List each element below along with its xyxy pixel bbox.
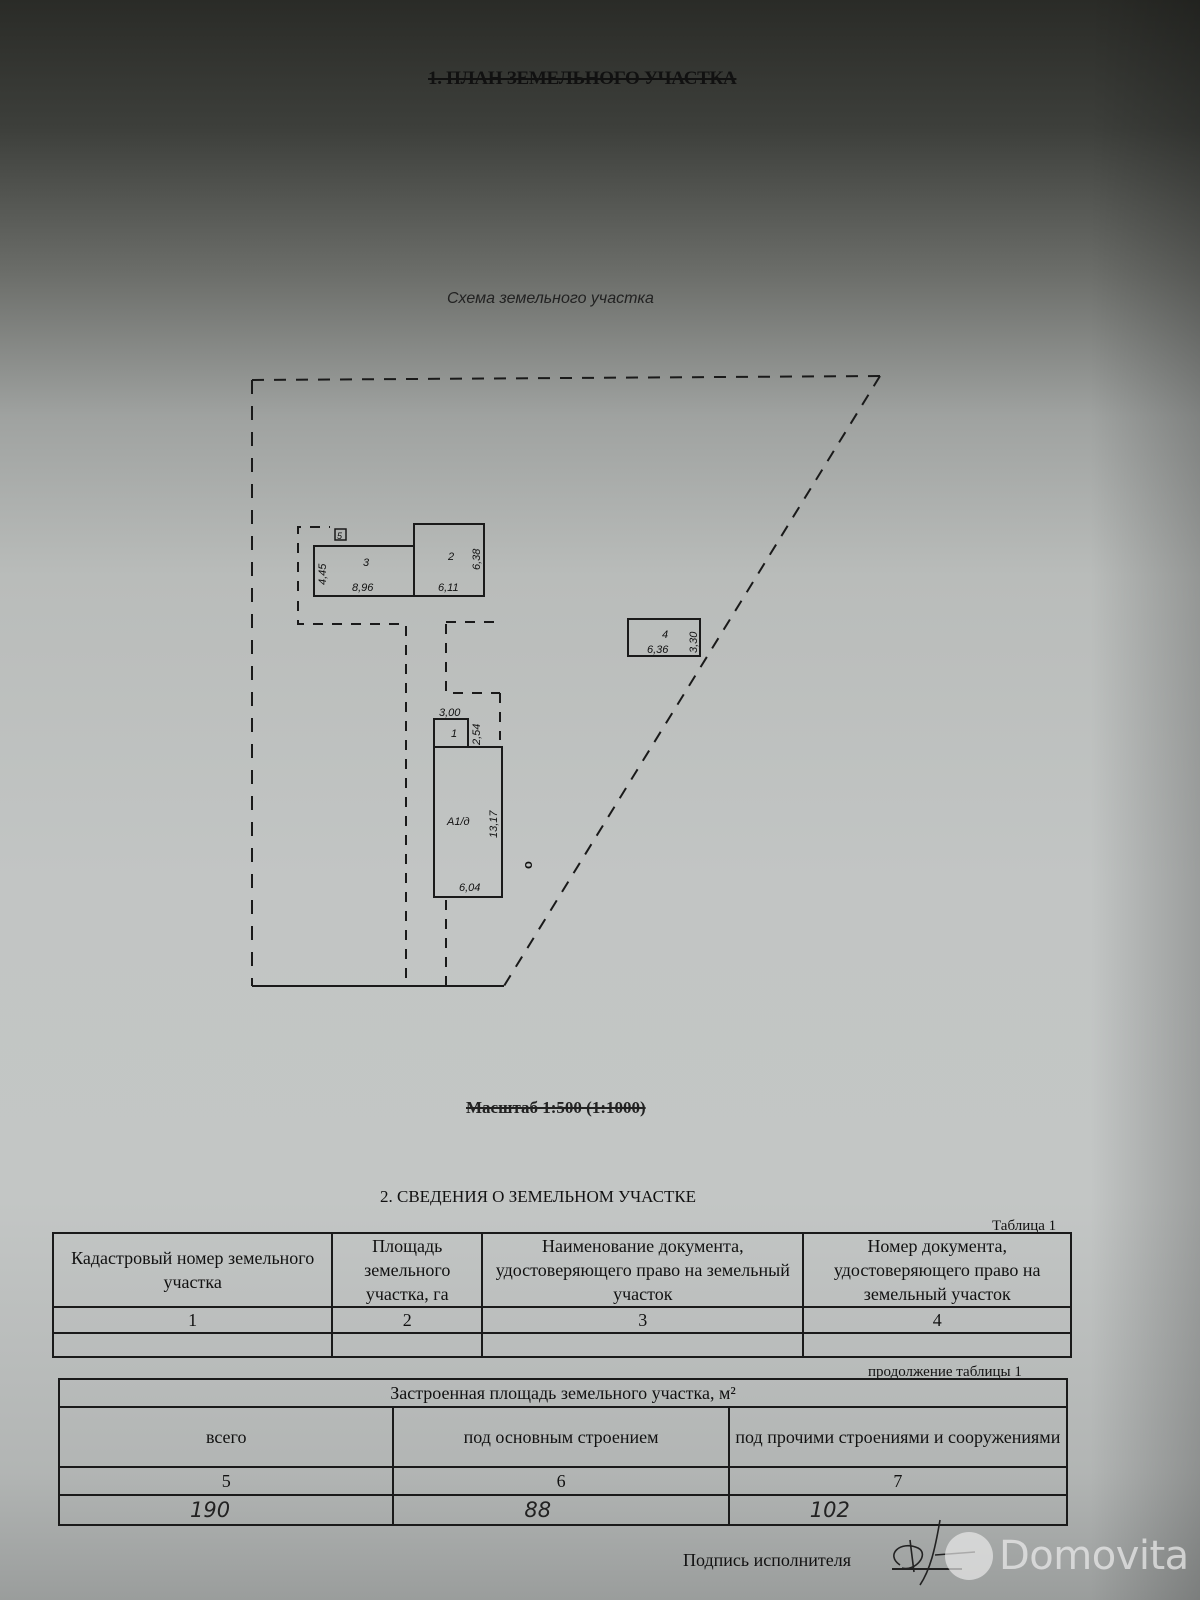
building-3-depth: 4,45 xyxy=(317,563,329,585)
building-2 xyxy=(413,523,485,597)
watermark-text: Domovita xyxy=(999,1533,1189,1579)
marker-point: о xyxy=(520,861,535,869)
building-4-width: 6,36 xyxy=(647,644,669,656)
document-number-value xyxy=(802,1332,1072,1358)
building-4 xyxy=(627,618,701,657)
building-5-label: 5 xyxy=(337,531,343,541)
header-plot-area: Площадь земельного участка, га xyxy=(331,1232,484,1308)
column-number: 6 xyxy=(392,1466,730,1496)
built-area-table: Застроенная площадь земельного участка, … xyxy=(57,1378,1069,1526)
header-built-area: Застроенная площадь земельного участка, … xyxy=(58,1378,1068,1408)
column-number: 7 xyxy=(727,1466,1069,1496)
table2-number-row: 5 6 7 xyxy=(57,1466,1069,1496)
table2-group-row: Застроенная площадь земельного участка, … xyxy=(58,1378,1068,1408)
plot-area-value xyxy=(331,1332,484,1358)
building-2-depth: 6,38 xyxy=(471,548,483,570)
building-1-depth: 2,54 xyxy=(471,724,483,746)
building-3-label: 3 xyxy=(363,557,370,569)
table1-caption: Таблица 1 xyxy=(992,1218,1057,1234)
header-total: всего xyxy=(57,1406,395,1468)
header-other-buildings: под прочими строениями и сооружениями xyxy=(727,1406,1069,1468)
table1-value-row xyxy=(51,1332,1072,1358)
column-number: 5 xyxy=(57,1466,395,1496)
table1-header-row: Кадастровый номер земельного участка Пло… xyxy=(51,1232,1072,1308)
section1-title: 1. ПЛАН ЗЕМЕЛЬНОГО УЧАСТКА xyxy=(428,68,737,89)
signature-scribble xyxy=(893,1519,976,1586)
document-name-value xyxy=(481,1332,805,1358)
scheme-title: Схема земельного участка xyxy=(447,290,654,307)
building-1-width: 3,00 xyxy=(439,707,461,719)
building-3-width: 8,96 xyxy=(352,582,374,594)
header-document-number: Номер документа, удостоверяющего право н… xyxy=(802,1232,1072,1308)
building-a1d xyxy=(433,746,503,898)
building-a1d-width: 6,04 xyxy=(459,882,480,894)
building-4-depth: 3,30 xyxy=(688,631,700,653)
building-1-label: 1 xyxy=(451,728,457,740)
column-number: 3 xyxy=(481,1306,805,1334)
building-a1d-label: А1/д xyxy=(446,816,470,828)
land-info-table: Кадастровый номер земельного участка Пло… xyxy=(51,1232,1072,1358)
header-main-building: под основным строением xyxy=(392,1406,730,1468)
column-number: 1 xyxy=(51,1306,334,1334)
column-number: 4 xyxy=(802,1306,1072,1334)
total-area-value: 190 xyxy=(57,1494,395,1526)
signature-line xyxy=(892,1568,962,1570)
watermark-logo-icon xyxy=(945,1532,993,1580)
signature-label: Подпись исполнителя xyxy=(683,1550,851,1570)
cadastral-number-value xyxy=(51,1332,334,1358)
section2-title: 2. СВЕДЕНИЯ О ЗЕМЕЛЬНОМ УЧАСТКЕ xyxy=(380,1187,697,1206)
land-plot-scheme: 3 8,96 4,45 2 6,11 6,38 5 4 6,36 3,30 3,… xyxy=(251,375,881,987)
column-number: 2 xyxy=(331,1306,484,1334)
table1-continuation-caption: продолжение таблицы 1 xyxy=(868,1364,1022,1380)
watermark: Domovita xyxy=(945,1532,1189,1580)
table2-header-row: всего под основным строением под прочими… xyxy=(57,1406,1069,1468)
main-building-area-value: 88 xyxy=(392,1494,730,1526)
building-4-label: 4 xyxy=(662,629,668,641)
boundary-top xyxy=(251,375,881,381)
header-document-name: Наименование документа, удостоверяющего … xyxy=(481,1232,805,1308)
boundary-diagonal xyxy=(503,375,881,987)
building-2-width: 6,11 xyxy=(438,582,459,594)
building-2-label: 2 xyxy=(447,551,454,563)
scale-text: Масштаб 1:500 (1:1000) xyxy=(466,1098,646,1117)
building-a1d-depth: 13,17 xyxy=(488,810,500,838)
table1-number-row: 1 2 3 4 xyxy=(51,1306,1072,1334)
table2-value-row: 190 88 102 xyxy=(57,1494,1069,1526)
header-cadastral-number: Кадастровый номер земельного участка xyxy=(51,1232,334,1308)
other-buildings-area-value: 102 xyxy=(727,1494,1069,1526)
building-5 xyxy=(334,528,347,541)
